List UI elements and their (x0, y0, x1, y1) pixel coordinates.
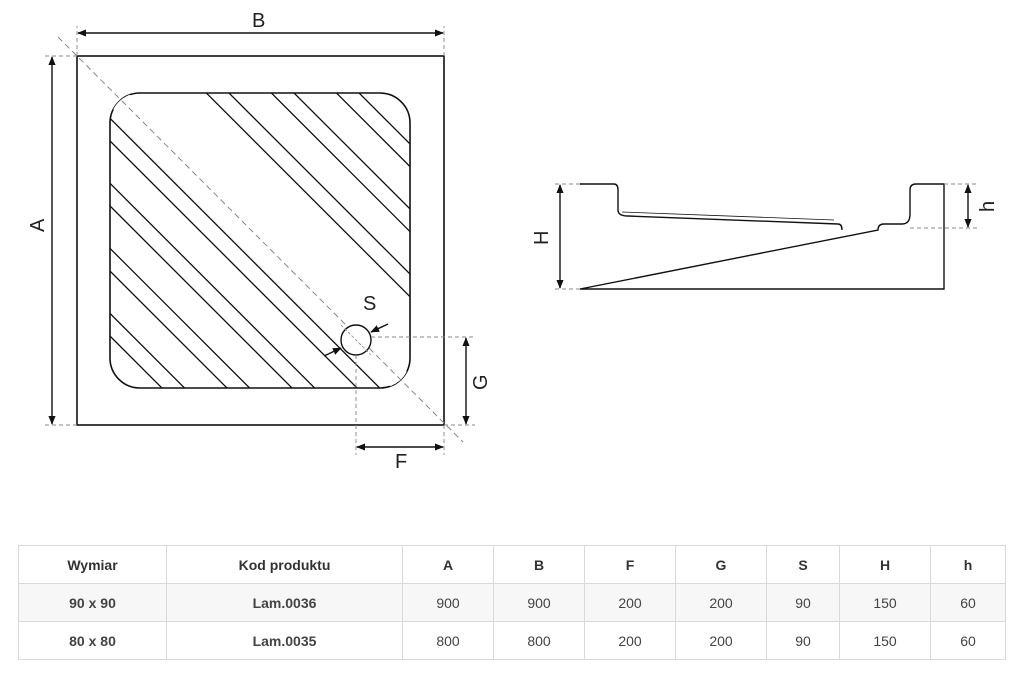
table-cell: 90 x 90 (18, 583, 167, 622)
table-row: 90 x 90 Lam.0036 900 900 200 200 90 150 … (18, 583, 1006, 622)
col-header: S (766, 545, 840, 584)
table-row: 80 x 80 Lam.0035 800 800 200 200 90 150 … (18, 621, 1006, 660)
col-header: H (839, 545, 931, 584)
table-cell: 150 (839, 583, 931, 622)
groove (110, 203, 297, 388)
col-header: F (584, 545, 676, 584)
table-cell: 200 (584, 583, 676, 622)
dim-label-h-upper: H (531, 231, 553, 245)
dim-label-b: B (252, 10, 265, 32)
dim-label-f: F (395, 451, 407, 473)
dim-label-g: G (470, 374, 492, 390)
groove (110, 138, 362, 388)
groove (288, 93, 410, 212)
groove (110, 268, 232, 388)
extension-lines (44, 26, 475, 455)
table-cell: 90 (766, 583, 840, 622)
anti-slip-grooves (110, 93, 410, 388)
col-header: Wymiar (18, 545, 167, 584)
drain-symbol (323, 323, 389, 357)
tray-outline (76, 55, 445, 426)
col-header: A (402, 545, 494, 584)
table-cell: 900 (402, 583, 494, 622)
groove (321, 93, 410, 179)
table-header-row: Wymiar Kod produktu A B F G S H h (18, 545, 1006, 584)
table-cell: 800 (493, 621, 585, 660)
dim-label-s: S (363, 293, 376, 315)
groove (110, 236, 264, 388)
col-header: B (493, 545, 585, 584)
table-cell: 80 x 80 (18, 621, 167, 660)
groove (191, 93, 410, 309)
basin-outline (109, 92, 411, 389)
table-cell: 200 (584, 621, 676, 660)
col-header: h (930, 545, 1006, 584)
table-cell: 800 (402, 621, 494, 660)
col-header: Kod produktu (166, 545, 403, 584)
section-profile (579, 183, 945, 290)
table-cell: 200 (675, 583, 767, 622)
table-cell: Lam.0035 (166, 621, 403, 660)
spec-table: Wymiar Kod produktu A B F G S H h 90 x 9… (18, 545, 1006, 660)
groove (110, 106, 394, 388)
groove (223, 93, 410, 277)
table-cell: 150 (839, 621, 931, 660)
table-cell: 200 (675, 621, 767, 660)
table-cell: 90 (766, 621, 840, 660)
col-header: G (675, 545, 767, 584)
groove (158, 93, 410, 342)
dim-label-a: A (27, 218, 49, 232)
top-view: S B A F G (27, 10, 492, 473)
table-cell: 60 (930, 583, 1006, 622)
side-view: H h (531, 183, 999, 290)
groove (110, 171, 329, 388)
table-cell: 900 (493, 583, 585, 622)
technical-drawing: S B A F G (27, 10, 999, 473)
groove (110, 301, 199, 388)
dim-label-h-lower: h (977, 201, 999, 212)
table-cell: 60 (930, 621, 1006, 660)
diagonal-centre-line (57, 36, 464, 443)
table-cell: Lam.0036 (166, 583, 403, 622)
